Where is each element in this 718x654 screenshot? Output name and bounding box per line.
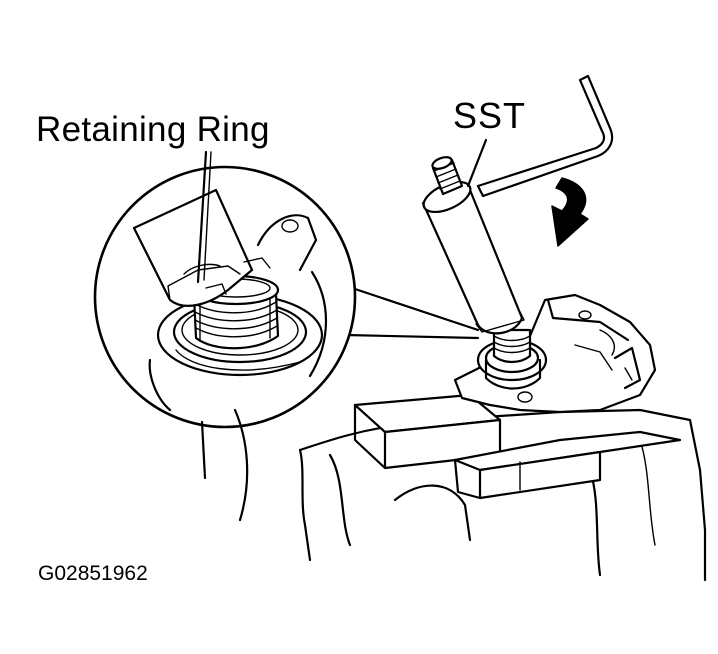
magnifier-leaders <box>343 284 480 340</box>
retaining-ring-label: Retaining Ring <box>36 110 270 149</box>
housing-left-lines <box>200 408 249 522</box>
rotation-arrow <box>551 177 589 247</box>
gear-housing <box>298 408 707 582</box>
figure-id-label: G02851962 <box>38 562 148 585</box>
magnified-detail <box>93 165 357 429</box>
housing-flange <box>453 293 657 414</box>
vise-jaws <box>353 393 682 500</box>
pinion-assembly <box>476 328 548 390</box>
retaining-ring-leader <box>196 150 212 284</box>
sst-leader <box>466 138 488 188</box>
sst-label: SST <box>453 95 527 136</box>
sst-tool <box>421 74 614 335</box>
